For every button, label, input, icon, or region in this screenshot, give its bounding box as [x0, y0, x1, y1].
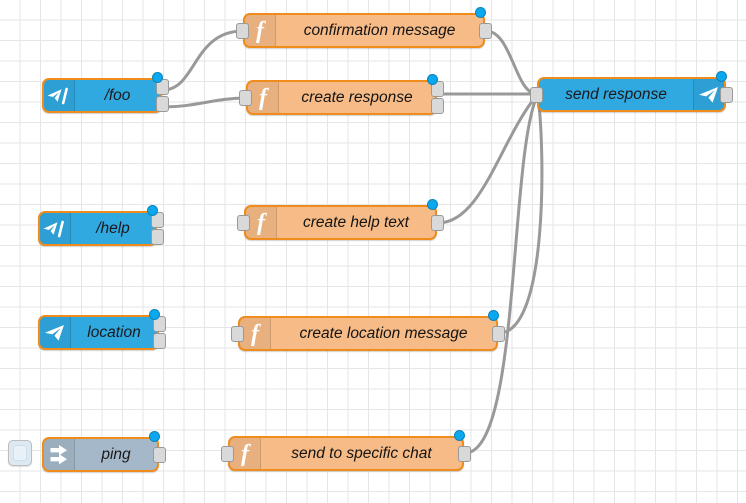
- svg-text:f: f: [259, 85, 269, 111]
- output-port-2[interactable]: [431, 97, 444, 114]
- telegram-plane-icon: [40, 317, 71, 348]
- node-send-to-specific-chat[interactable]: f send to specific chat: [228, 436, 464, 471]
- node-status-dot: [716, 71, 727, 82]
- function-f-icon: f: [248, 82, 279, 113]
- svg-text:f: f: [251, 321, 261, 347]
- output-port-1[interactable]: [431, 214, 444, 231]
- inject-trigger-button[interactable]: [8, 440, 32, 466]
- input-port[interactable]: [237, 214, 250, 231]
- svg-text:f: f: [241, 441, 251, 467]
- inject-arrow-icon: [44, 439, 75, 470]
- function-f-icon: f: [246, 207, 277, 238]
- output-port-1[interactable]: [153, 446, 166, 463]
- function-f-icon: f: [245, 15, 276, 46]
- node-status-dot: [149, 309, 160, 320]
- node-status-dot: [147, 205, 158, 216]
- node-label: send response: [565, 85, 667, 103]
- node-help-command[interactable]: /help: [38, 211, 157, 246]
- node-label: create response: [301, 88, 413, 106]
- input-port[interactable]: [530, 86, 543, 103]
- output-port-2[interactable]: [151, 228, 164, 245]
- output-port-1[interactable]: [720, 86, 733, 103]
- telegram-plane-icon: [693, 79, 724, 110]
- node-send-response[interactable]: send response: [537, 77, 726, 112]
- node-label: ping: [101, 445, 131, 463]
- node-label: create location message: [299, 324, 468, 342]
- telegram-command-icon: [40, 213, 71, 244]
- node-label: send to specific chat: [291, 444, 432, 462]
- wire-confirmation-to-send-response[interactable]: [484, 29, 539, 96]
- wire-help-text-to-send-response[interactable]: [436, 93, 539, 225]
- node-label: create help text: [303, 213, 409, 231]
- function-f-icon: f: [240, 318, 271, 349]
- output-port-1[interactable]: [458, 445, 471, 462]
- node-status-dot: [427, 74, 438, 85]
- output-port-2[interactable]: [156, 95, 169, 112]
- output-port-2[interactable]: [153, 332, 166, 349]
- function-f-icon: f: [230, 438, 261, 469]
- node-label: confirmation message: [303, 21, 456, 39]
- output-port-1[interactable]: [492, 325, 505, 342]
- wire-specific-chat-to-send-response[interactable]: [463, 94, 539, 455]
- node-label: /foo: [104, 86, 131, 104]
- node-status-dot: [488, 310, 499, 321]
- svg-text:f: f: [257, 210, 267, 236]
- input-port[interactable]: [231, 325, 244, 342]
- node-foo-command[interactable]: /foo: [42, 78, 162, 113]
- input-port[interactable]: [221, 445, 234, 462]
- wire-location-message-to-send-response[interactable]: [497, 94, 544, 335]
- node-status-dot: [454, 430, 465, 441]
- input-port[interactable]: [239, 89, 252, 106]
- node-confirmation-message[interactable]: f confirmation message: [243, 13, 485, 48]
- telegram-command-icon: [44, 80, 75, 111]
- node-create-response[interactable]: f create response: [246, 80, 437, 115]
- wire-foo-out1-to-confirmation[interactable]: [161, 29, 245, 92]
- node-ping-inject[interactable]: ping: [42, 437, 159, 472]
- node-create-help-text[interactable]: f create help text: [244, 205, 437, 240]
- svg-text:f: f: [256, 18, 266, 44]
- output-port-1[interactable]: [479, 22, 492, 39]
- node-status-dot: [149, 431, 160, 442]
- input-port[interactable]: [236, 22, 249, 39]
- node-status-dot: [427, 199, 438, 210]
- node-location-event[interactable]: location: [38, 315, 159, 350]
- wire-foo-out2-to-create-response[interactable]: [161, 96, 248, 109]
- node-label: location: [87, 323, 141, 341]
- node-create-location-message[interactable]: f create location message: [238, 316, 498, 351]
- node-label: /help: [96, 219, 130, 237]
- node-status-dot: [152, 72, 163, 83]
- node-status-dot: [475, 7, 486, 18]
